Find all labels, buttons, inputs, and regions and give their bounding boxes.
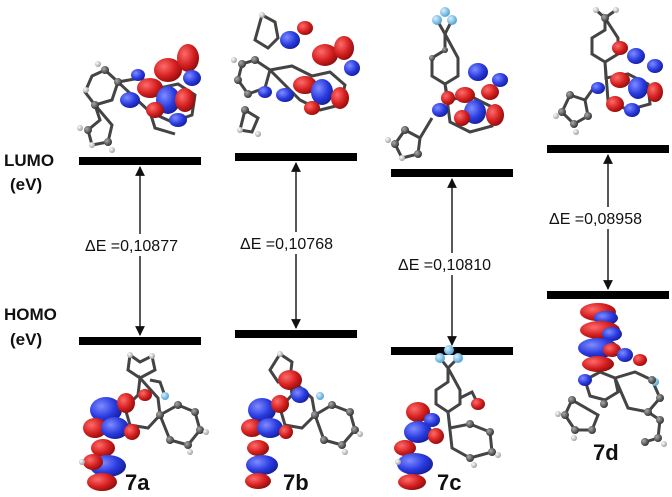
gap-label-7c: ΔE =0,10810: [398, 257, 491, 274]
lumo-level-7c: [391, 169, 513, 177]
lumo-level-7b: [235, 153, 357, 161]
homo-orbital-7b: [241, 351, 363, 489]
homo-label: HOMO: [4, 305, 57, 324]
lumo-label: LUMO: [4, 151, 54, 170]
lumo-orbital-7b: [231, 12, 360, 137]
lumo-orbital-7a: [77, 44, 201, 153]
compound-label-7a: 7a: [125, 470, 150, 495]
compound-label-7d: 7d: [593, 440, 619, 465]
lumo-unit-label: (eV): [10, 175, 42, 194]
homo-orbital-7a: [79, 352, 209, 491]
gap-label-7b: ΔE =0,10768: [240, 236, 333, 253]
compound-label-7b: 7b: [283, 470, 309, 495]
lumo-level-7d: [547, 145, 669, 153]
homo-orbital-7d: [555, 303, 667, 447]
gap-label-7a: ΔE =0,10877: [85, 238, 178, 255]
gap-label-7d: ΔE =0,08958: [549, 211, 642, 228]
lumo-level-7a: [79, 157, 201, 165]
homo-level-7b: [235, 330, 357, 338]
homo-orbital-7c: [394, 345, 501, 490]
homo-unit-label: (eV): [10, 330, 42, 349]
homo-level-7d: [547, 291, 669, 299]
lumo-orbital-7d: [553, 7, 663, 135]
compound-label-7c: 7c: [437, 470, 461, 495]
lumo-orbital-7c: [385, 7, 508, 161]
homo-level-7a: [79, 337, 201, 345]
